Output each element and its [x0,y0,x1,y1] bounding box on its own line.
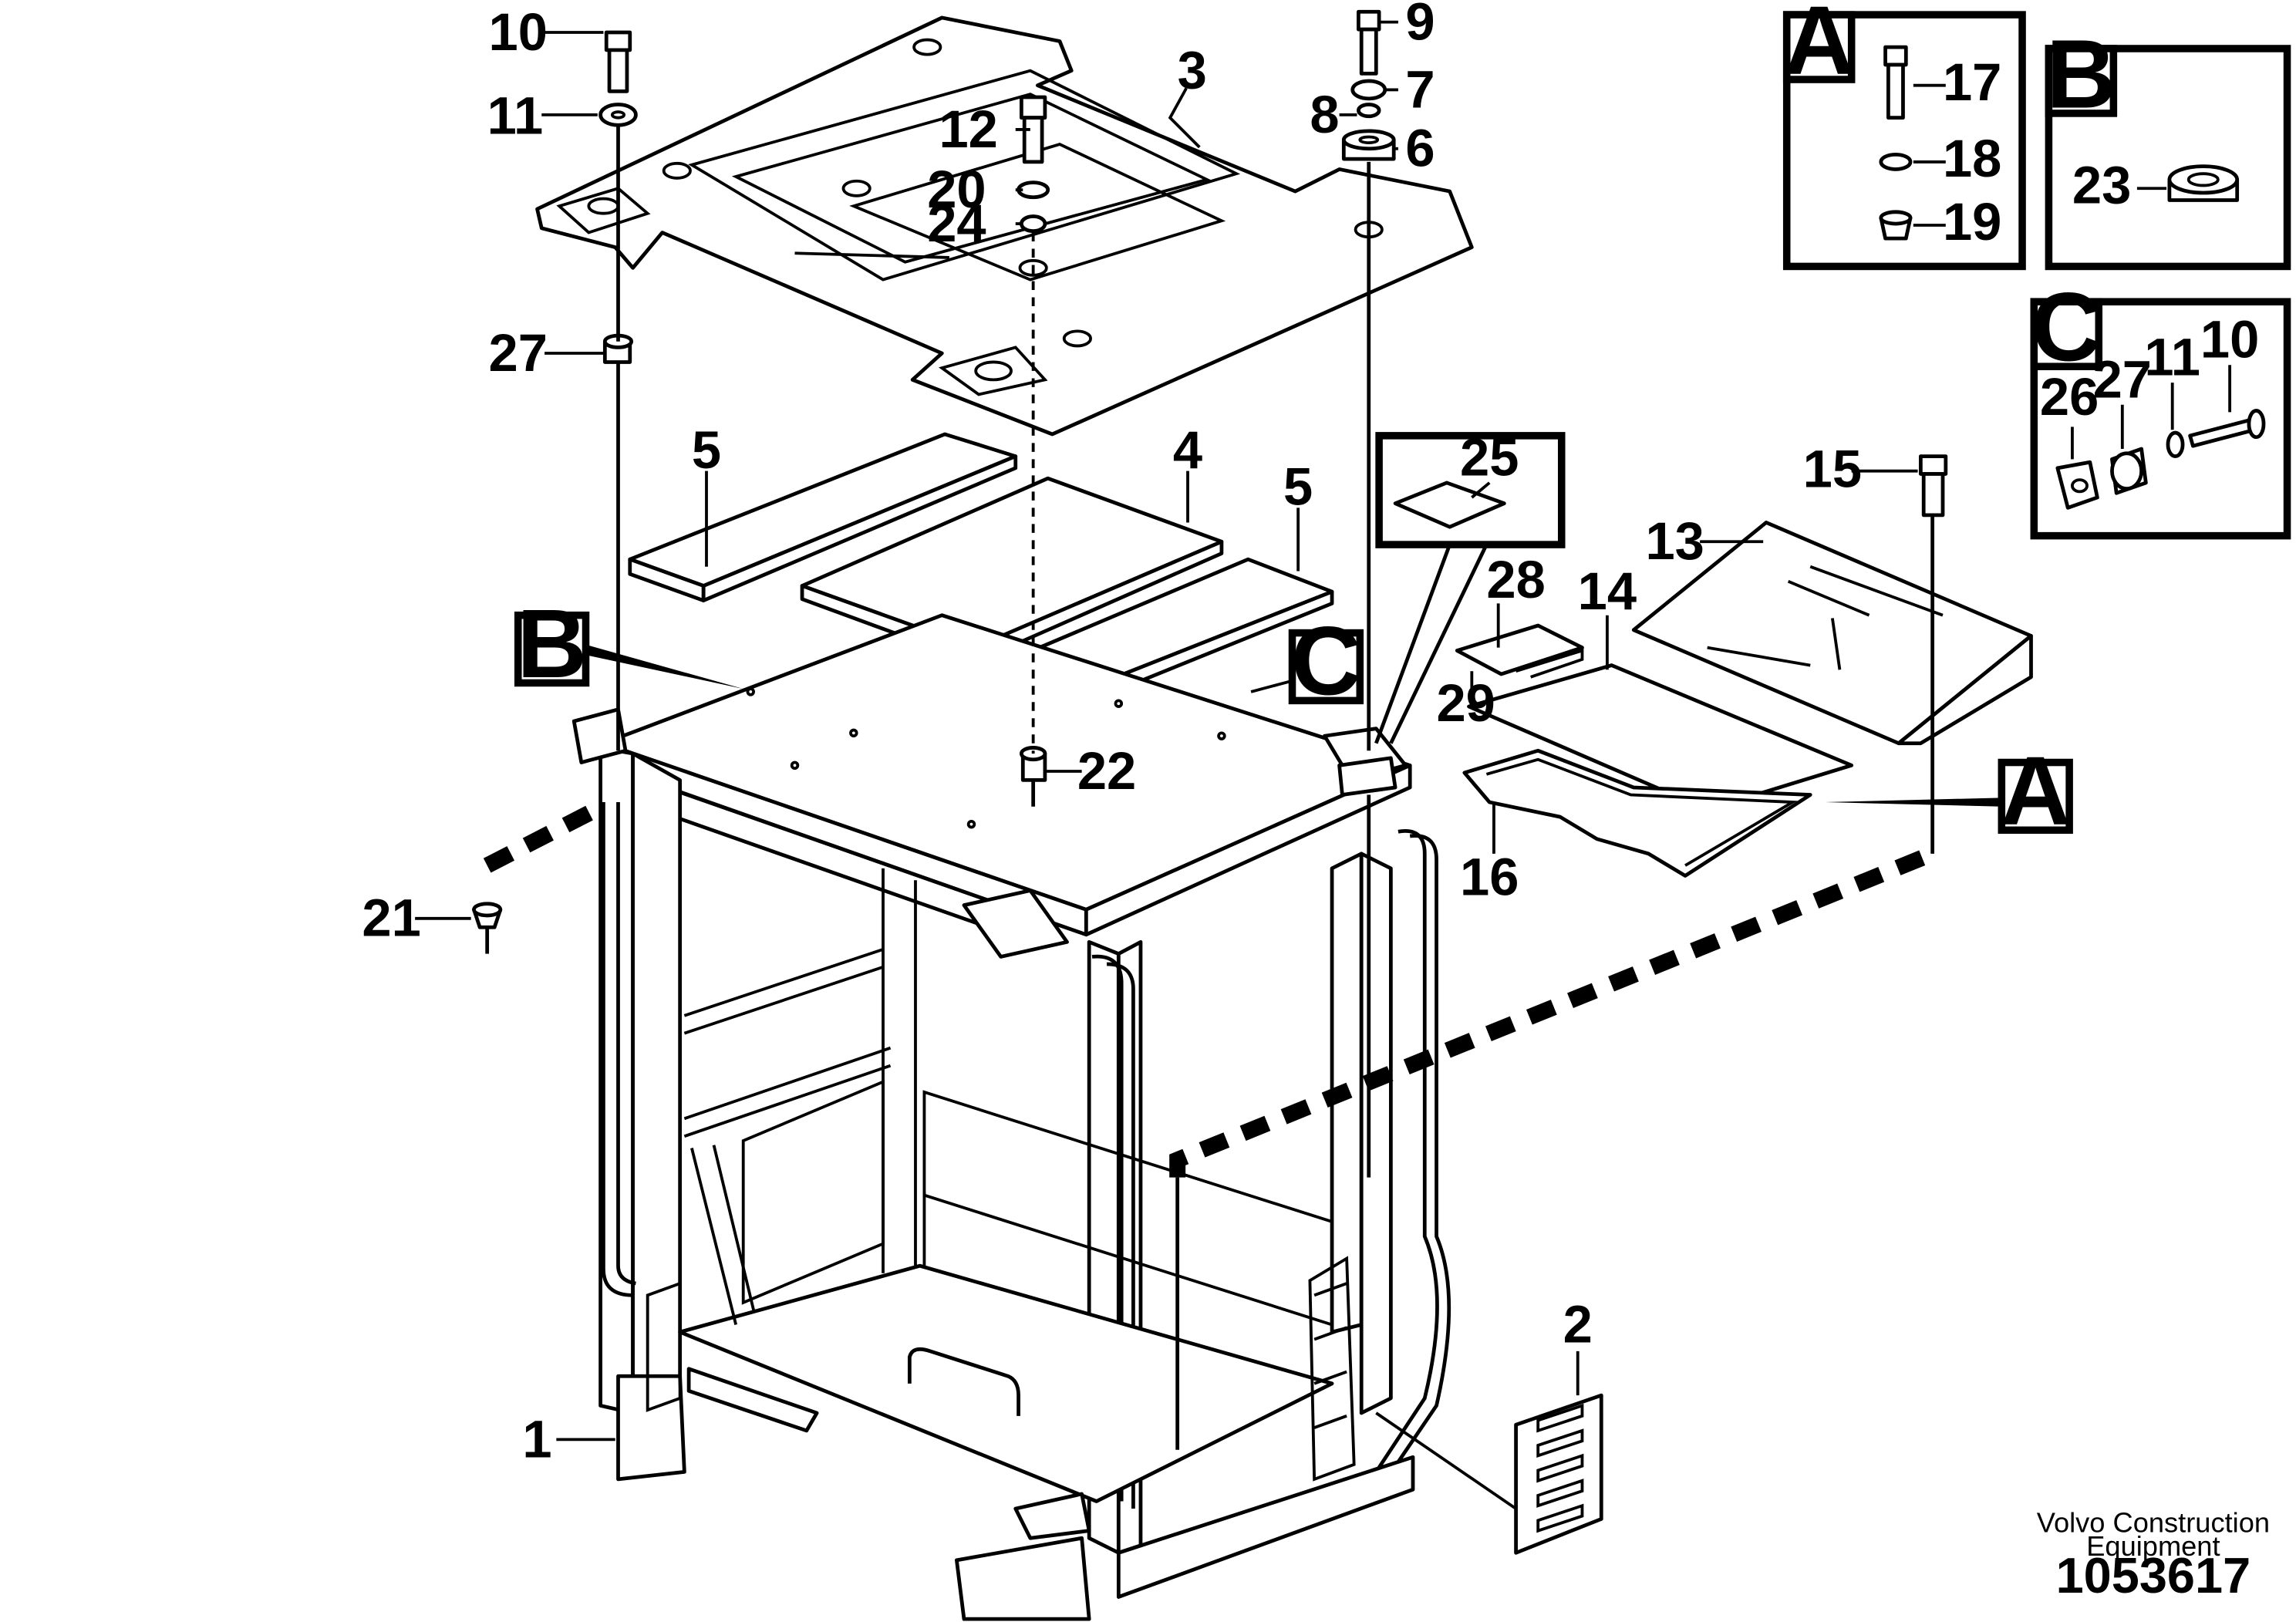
callout-5-right: 5 [1283,457,1313,517]
detail-a-label: A [1784,0,1854,94]
callout-1: 1 [522,1409,551,1469]
callout-28: 28 [1486,550,1545,609]
callout-25: 25 [1460,427,1519,487]
callout-27: 27 [489,323,548,383]
ref-label-b: B [517,589,587,698]
footer: Volvo Construction Equipment 1053617 [2037,1507,2270,1603]
detail-c-label: C [2031,273,2102,382]
roof-panel [535,15,1474,437]
part-number: 1053617 [2056,1547,2251,1603]
callout-14: 14 [1578,561,1637,621]
detail-a-box: A 17 18 19 [1782,0,2026,271]
callout-29: 29 [1436,673,1495,733]
callout-3: 3 [1178,41,1207,100]
detail-b-label: B [2046,19,2116,128]
callout-21: 21 [362,889,420,948]
detail-c-callout-11: 11 [2144,328,2200,387]
detail-c-callout-27: 27 [2093,349,2152,409]
callout-9: 9 [1405,0,1435,52]
detail-25-box: 25 [1375,427,1566,548]
callout-15: 15 [1803,440,1862,499]
callout-2: 2 [1563,1294,1593,1354]
callout-12: 12 [939,99,997,159]
callout-numbers: 10 11 27 12 20 24 3 9 7 8 6 5 4 5 22 21 … [362,0,1862,1469]
detail-reference-labels: B C A [514,589,2073,845]
detail-a-callout-19: 19 [1943,192,2001,251]
callout-16: 16 [1460,847,1519,906]
footer-line-2: Equipment [2086,1530,2220,1562]
callout-24: 24 [927,194,986,253]
callout-8: 8 [1310,85,1339,144]
detail-b-box: B 23 [2045,19,2291,271]
detail-c-callout-26: 26 [2040,367,2099,427]
callout-6: 6 [1405,119,1435,178]
callout-11: 11 [487,86,544,146]
ref-label-a: A [2001,737,2071,845]
callout-13: 13 [1645,511,1704,571]
callout-20: 20 [927,160,986,219]
callout-22: 22 [1077,741,1136,801]
callout-7: 7 [1405,59,1435,119]
callout-5-left: 5 [692,420,721,480]
detail-b-callout-23: 23 [2072,155,2131,214]
callout-10: 10 [489,2,548,62]
detail-c-callout-10: 10 [2200,310,2259,369]
leader-lines [415,20,2002,1510]
hardware [472,9,1948,1450]
callout-4: 4 [1173,420,1202,480]
dashed-connectors [483,802,1936,1178]
detail-a-callout-17: 17 [1943,52,2001,112]
detail-c-box: C 26 27 11 10 [2030,273,2291,540]
ref-label-c: C [1291,607,1361,716]
footer-line-1: Volvo Construction [2037,1507,2270,1539]
detail-a-callout-18: 18 [1943,129,2001,188]
